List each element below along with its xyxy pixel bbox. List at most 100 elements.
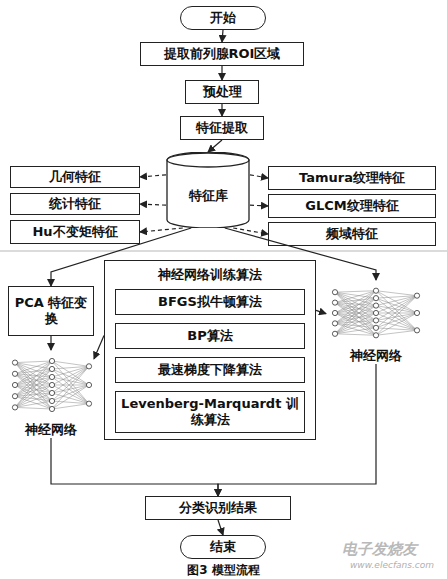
- algorithm-box: BFGS拟牛顿算法: [115, 289, 305, 315]
- cylinder-top: [167, 153, 249, 167]
- network-neuron: [49, 358, 54, 363]
- network-link: [335, 320, 376, 323]
- network-link: [15, 393, 52, 407]
- network-link: [52, 369, 89, 404]
- network-link: [52, 385, 89, 393]
- network-link: [376, 291, 417, 296]
- algorithm-box: Levenberg-Marquardt 训练算法: [115, 391, 305, 433]
- network-link: [335, 313, 376, 334]
- network-neuron: [373, 333, 378, 338]
- network-link: [335, 303, 376, 336]
- node-text: 频域特征: [326, 226, 378, 242]
- network-link: [15, 369, 52, 407]
- network-link: [15, 385, 52, 386]
- network-link: [52, 366, 89, 409]
- network-link: [376, 306, 417, 331]
- terminal-pill: 开始: [180, 6, 266, 30]
- node-text: Levenberg-Marquardt 训练算法: [120, 396, 300, 427]
- network-link: [335, 313, 376, 323]
- flow-connector: [208, 140, 222, 152]
- network-neuron: [332, 290, 337, 295]
- network-neuron: [12, 394, 17, 399]
- network-neuron: [49, 366, 54, 371]
- network-neuron: [332, 321, 337, 326]
- network-link: [376, 296, 417, 328]
- network-neuron: [49, 398, 54, 403]
- network-link: [335, 334, 376, 335]
- flow-connector: [221, 66, 222, 80]
- network-neuron: [86, 401, 91, 406]
- node-text: PCA 特征变换: [13, 295, 89, 326]
- network-neuron: [373, 318, 378, 323]
- flow-connector: [140, 204, 166, 205]
- network-neuron: [12, 382, 17, 387]
- node-text: 结束: [210, 539, 236, 555]
- flow-connector: [51, 438, 218, 496]
- network-neuron: [414, 293, 419, 298]
- watermark: 电子发烧友: [342, 540, 417, 559]
- network-illustration: [10, 352, 94, 418]
- network-link: [15, 361, 52, 396]
- flow-connector: [250, 175, 268, 178]
- flow-connector: [140, 175, 166, 177]
- node-text: Tamura纹理特征: [299, 170, 405, 186]
- feature-box: Hu不变矩特征: [10, 220, 140, 244]
- feature-box: Tamura纹理特征: [268, 166, 436, 190]
- cylinder-body: [167, 152, 249, 228]
- flow-connector: [316, 310, 326, 313]
- process-box: 分类识别结果: [145, 496, 291, 520]
- node-text: 神经网络: [25, 422, 77, 438]
- node-text: 提取前列腺ROI区域: [164, 46, 281, 62]
- network-link: [376, 298, 417, 330]
- network-link: [15, 361, 52, 407]
- network-link: [376, 296, 417, 313]
- neural-network: 神经网络: [326, 280, 426, 364]
- network-link: [335, 320, 376, 333]
- algorithm-group: 神经网络训练算法BFGS拟牛顿算法BP算法最速梯度下降算法Levenberg-M…: [104, 260, 316, 440]
- network-neuron: [12, 371, 17, 376]
- network-link: [335, 306, 376, 313]
- network-neuron: [332, 331, 337, 336]
- flow-connector: [233, 228, 268, 234]
- database-cylinder: 特征库: [166, 152, 250, 228]
- network-neuron: [414, 328, 419, 333]
- network-link: [376, 313, 417, 314]
- terminal-pill: 结束: [180, 535, 266, 559]
- network-link: [376, 296, 417, 321]
- network-link: [335, 291, 376, 303]
- network-link: [335, 291, 376, 292]
- flow-connector: [221, 104, 222, 116]
- network-link: [335, 313, 376, 335]
- network-link: [15, 374, 52, 409]
- node-text: Hu不变矩特征: [32, 224, 117, 240]
- network-link: [335, 291, 376, 334]
- network-link: [335, 313, 376, 320]
- node-text: BFGS拟牛顿算法: [158, 294, 262, 310]
- network-link: [15, 361, 52, 363]
- node-text: 统计特征: [49, 196, 101, 212]
- network-neuron: [332, 310, 337, 315]
- network-link: [15, 361, 52, 374]
- network-neuron: [86, 382, 91, 387]
- network-link: [52, 366, 89, 393]
- node-text: 特征库: [189, 188, 228, 204]
- network-link: [335, 306, 376, 324]
- network-neuron: [49, 374, 54, 379]
- network-link: [15, 377, 52, 396]
- algorithm-box: 最速梯度下降算法: [115, 357, 305, 383]
- network-neuron: [86, 364, 91, 369]
- node-text: GLCM纹理特征: [305, 198, 398, 214]
- network-link: [335, 313, 376, 314]
- node-text: 神经网络训练算法: [158, 267, 262, 283]
- node-text: 分类识别结果: [179, 500, 257, 516]
- network-neuron: [49, 406, 54, 411]
- network-link: [52, 385, 89, 386]
- network-neuron: [12, 405, 17, 410]
- network-link: [52, 361, 89, 366]
- network-link: [15, 385, 52, 393]
- flow-connector: [94, 336, 104, 359]
- network-link: [15, 385, 52, 396]
- feature-box: 频域特征: [268, 222, 436, 246]
- network-link: [376, 330, 417, 335]
